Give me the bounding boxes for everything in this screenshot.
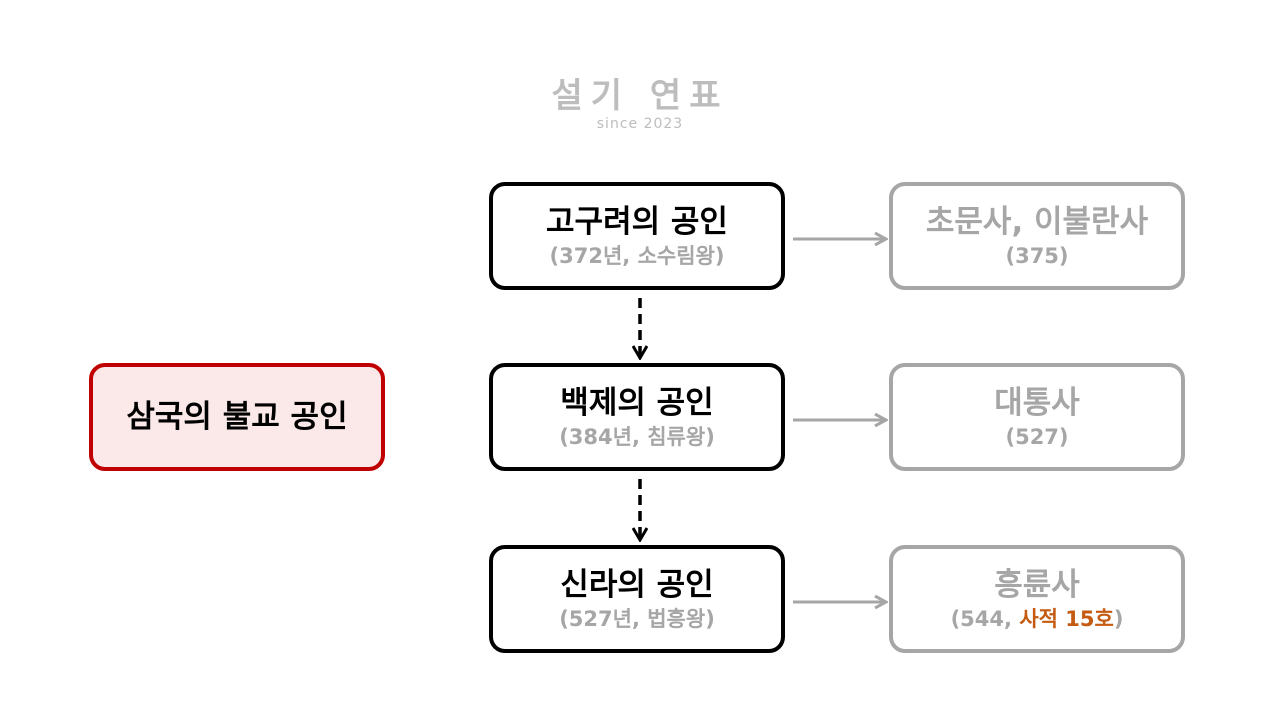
silla-temple-box: 흥륜사 (544, 사적 15호) — [889, 545, 1185, 653]
temple-sub: (375) — [1005, 244, 1069, 268]
silla-box: 신라의 공인 (527년, 법흥왕) — [489, 545, 785, 653]
temple-title: 초문사, 이불란사 — [925, 204, 1149, 240]
kingdom-sub: (372년, 소수림왕) — [549, 244, 725, 268]
kingdom-title: 신라의 공인 — [560, 567, 714, 603]
temple-title: 대통사 — [994, 385, 1080, 421]
baekje-box: 백제의 공인 (384년, 침류왕) — [489, 363, 785, 471]
kingdom-sub: (384년, 침류왕) — [559, 425, 715, 449]
historic-site-label: 사적 15호 — [1019, 607, 1114, 631]
temple-title: 흥륜사 — [994, 567, 1080, 603]
goguryeo-temple-box: 초문사, 이불란사 (375) — [889, 182, 1185, 290]
goguryeo-box: 고구려의 공인 (372년, 소수림왕) — [489, 182, 785, 290]
root-box: 삼국의 불교 공인 — [89, 363, 385, 471]
temple-sub-pre: (544, — [950, 607, 1020, 631]
root-title: 삼국의 불교 공인 — [126, 399, 348, 435]
kingdom-sub: (527년, 법흥왕) — [559, 607, 715, 631]
kingdom-title: 백제의 공인 — [560, 385, 714, 421]
kingdom-title: 고구려의 공인 — [546, 204, 728, 240]
logo: 설기 연표 since 2023 — [540, 76, 740, 132]
logo-title: 설기 연표 — [551, 76, 729, 116]
temple-sub: (527) — [1005, 425, 1069, 449]
logo-subtitle: since 2023 — [596, 116, 684, 132]
temple-sub: (544, 사적 15호) — [951, 605, 1124, 633]
baekje-temple-box: 대통사 (527) — [889, 363, 1185, 471]
temple-sub-post: ) — [1113, 607, 1124, 631]
